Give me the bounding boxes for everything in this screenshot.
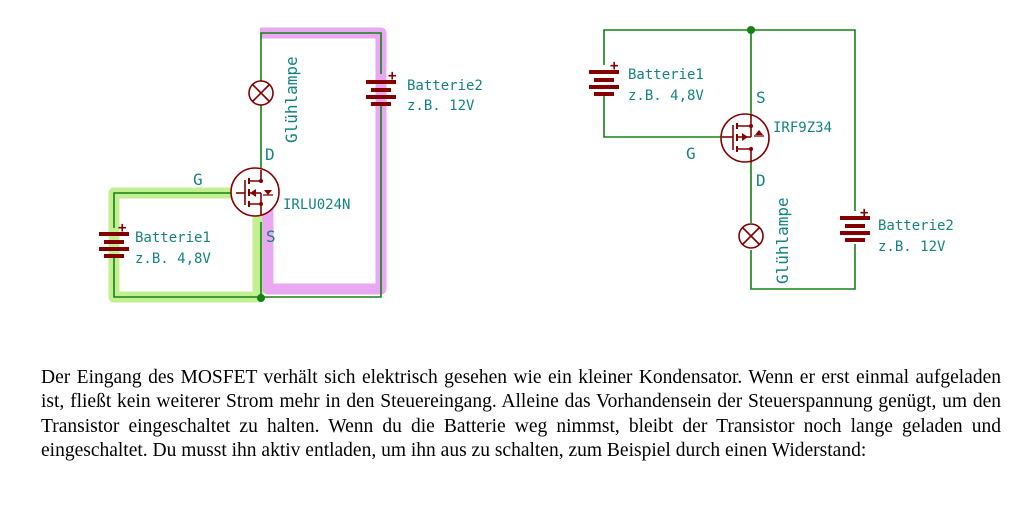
battery2-plus: +: [388, 68, 396, 84]
lamp-label-right: Glühlampe: [773, 197, 792, 284]
lamp-symbol: [248, 80, 274, 106]
right-wires: [603, 29, 856, 290]
schematic-diagram: Glühlampe + Batterie2 z.B. 12V: [99, 26, 954, 303]
pin-d-label: D: [265, 145, 275, 164]
drain-loop-highlight: [260, 27, 387, 295]
pin-s-label-right: S: [756, 88, 766, 107]
battery2-symbol: [366, 80, 396, 106]
junction-dot: [257, 294, 265, 302]
battery1-symbol-right: [589, 70, 619, 96]
battery2-plus-right: +: [860, 205, 868, 221]
battery1-value: z.B. 4,8V: [135, 251, 211, 267]
battery1-value-right: z.B. 4,8V: [628, 88, 704, 104]
junction-dot-right: [747, 26, 755, 34]
pin-d-label-right: D: [756, 171, 766, 190]
battery1-plus: +: [118, 220, 126, 236]
battery2-symbol-right: [840, 216, 870, 242]
battery1-plus-right: +: [610, 58, 618, 74]
pin-s-label: S: [266, 227, 276, 246]
lamp-label: Glühlampe: [282, 56, 301, 143]
battery1-name-right: Batterie1: [628, 67, 704, 83]
battery2-value-right: z.B. 12V: [878, 239, 946, 255]
pin-g-label-right: G: [686, 144, 696, 163]
right-circuit: + Batterie1 z.B. 4,8V S G D IRF9Z34: [589, 26, 954, 290]
battery1-symbol: [99, 232, 129, 258]
transistor-label-right: IRF9Z34: [773, 120, 832, 136]
pin-g-label: G: [193, 170, 203, 189]
transistor-label: IRLU024N: [283, 197, 350, 213]
left-circuit: Glühlampe + Batterie2 z.B. 12V: [99, 27, 483, 303]
battery1-name: Batterie1: [135, 230, 211, 246]
caption-paragraph: Der Eingang des MOSFET verhält sich elek…: [41, 366, 1001, 462]
pmos-transistor-symbol: [720, 113, 770, 163]
battery2-name: Batterie2: [407, 78, 483, 94]
battery2-name-right: Batterie2: [878, 218, 954, 234]
battery2-value: z.B. 12V: [407, 98, 475, 114]
lamp-symbol-right: [738, 223, 764, 249]
nmos-transistor-symbol: [230, 167, 280, 217]
